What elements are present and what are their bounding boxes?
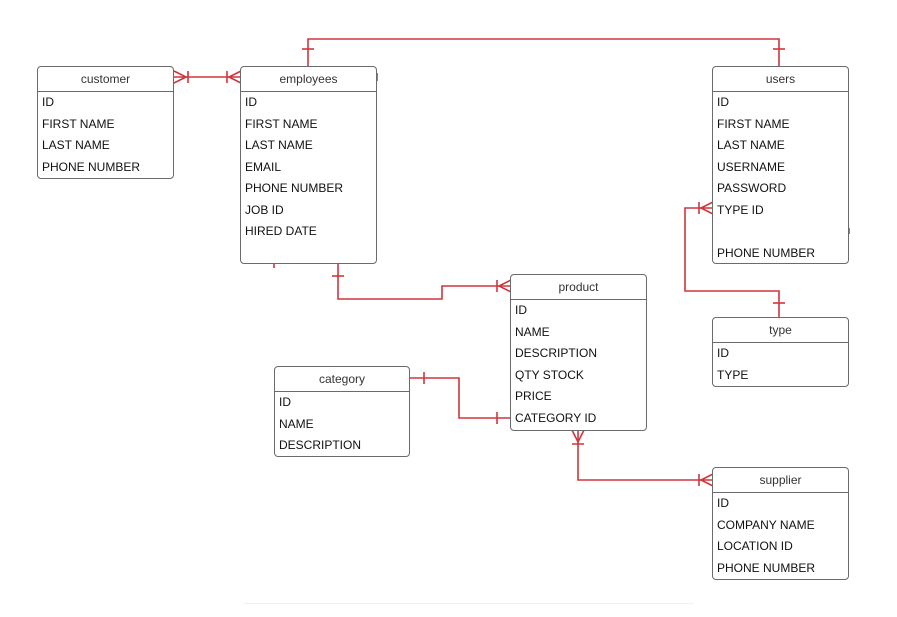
crow-foot-employees xyxy=(226,70,242,84)
field: USERNAME xyxy=(717,159,786,174)
field: ID xyxy=(717,346,729,360)
field: PHONE NUMBER xyxy=(717,245,816,260)
entity-title: type xyxy=(713,318,848,343)
crow-foot-customer xyxy=(173,70,189,84)
crow-foot-product-employees xyxy=(496,279,512,293)
field: PHONE NUMBER xyxy=(717,560,816,575)
field: LAST NAME xyxy=(42,138,110,152)
entity-category[interactable]: category ID NAME DESCRIPTION xyxy=(274,366,410,457)
field: ID xyxy=(515,303,527,317)
entity-title: product xyxy=(511,275,646,300)
field: HIRED DATE xyxy=(245,224,317,238)
entity-title: users xyxy=(713,67,848,92)
field: PASSWORD xyxy=(717,181,787,195)
field: NAME xyxy=(515,324,550,339)
field: ID xyxy=(717,95,729,109)
rel-product-supplier xyxy=(577,430,713,481)
field: TYPE xyxy=(717,367,749,382)
entity-type[interactable]: type ID TYPE xyxy=(712,317,849,387)
field: DESCRIPTION xyxy=(515,346,598,360)
crow-foot-supplier xyxy=(698,473,714,487)
field: ID xyxy=(42,95,54,109)
field: LAST NAME xyxy=(245,138,313,152)
faint-divider xyxy=(244,603,694,604)
rel-users-type xyxy=(684,207,780,318)
field: EMAIL xyxy=(245,159,282,174)
field: PRICE xyxy=(515,389,552,403)
field: JOB ID xyxy=(245,202,284,217)
entity-supplier[interactable]: supplier ID COMPANY NAME LOCATION ID PHO… xyxy=(712,467,849,580)
entity-title: supplier xyxy=(713,468,848,493)
field: FIRST NAME xyxy=(245,116,318,131)
field: ID xyxy=(717,496,729,510)
entity-title: employees xyxy=(241,67,376,92)
entity-product[interactable]: product ID NAME DESCRIPTION QTY STOCK PR… xyxy=(510,274,647,431)
field: DESCRIPTION xyxy=(279,438,362,452)
field-empty xyxy=(713,221,848,243)
field: CATEGORY ID xyxy=(515,410,597,425)
field: FIRST NAME xyxy=(42,116,115,131)
entity-title: customer xyxy=(38,67,173,92)
entity-title: category xyxy=(275,367,409,392)
field: PHONE NUMBER xyxy=(245,181,344,195)
field: ID xyxy=(245,95,257,109)
rel-employees-users xyxy=(307,38,780,66)
field: ID xyxy=(279,395,291,409)
field: LOCATION ID xyxy=(717,539,793,553)
field: FIRST NAME xyxy=(717,116,790,131)
field: QTY STOCK xyxy=(515,367,584,382)
crow-foot-product-bottom xyxy=(571,429,585,445)
field: LAST NAME xyxy=(717,138,785,152)
entity-customer[interactable]: customer ID FIRST NAME LAST NAME PHONE N… xyxy=(37,66,174,179)
rel-employees-product xyxy=(337,264,511,300)
rel-category-product xyxy=(409,377,511,419)
field: TYPE ID xyxy=(717,202,764,217)
entity-users[interactable]: users ID FIRST NAME LAST NAME USERNAME P… xyxy=(712,66,849,264)
entity-employees[interactable]: employees ID FIRST NAME LAST NAME EMAIL … xyxy=(240,66,377,264)
field: PHONE NUMBER xyxy=(42,159,141,174)
field: COMPANY NAME xyxy=(717,517,815,532)
crow-foot-users-typeid xyxy=(698,201,714,215)
field: NAME xyxy=(279,416,314,431)
